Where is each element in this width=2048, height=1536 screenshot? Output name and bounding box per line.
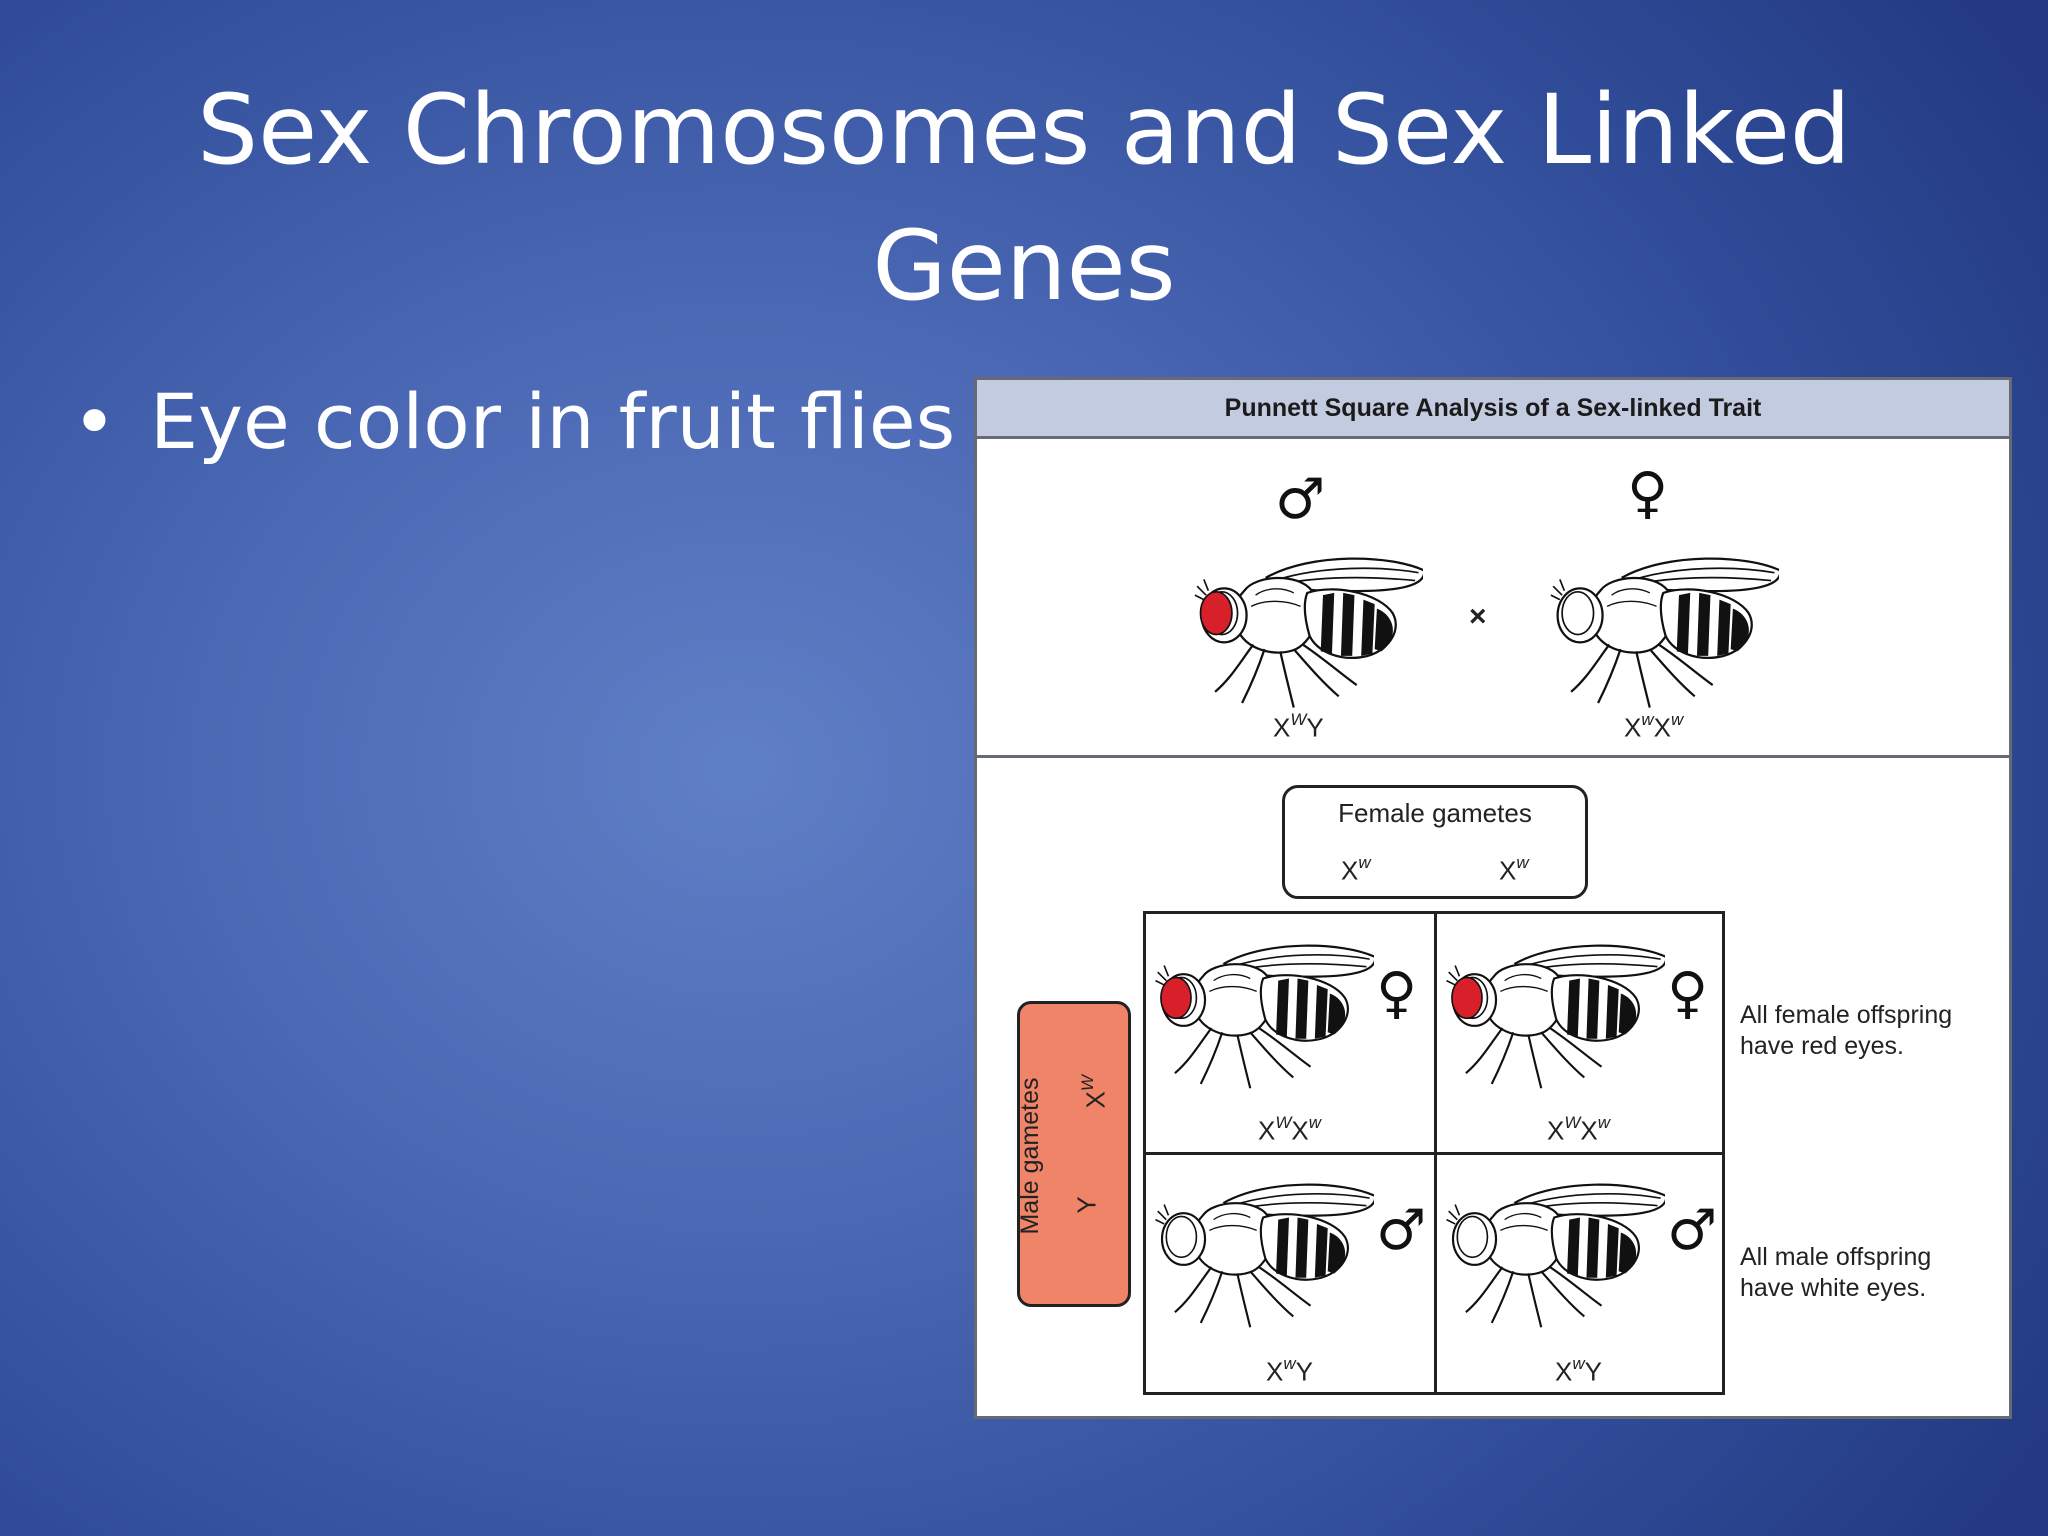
male-offspring-note: All male offspring have white eyes. <box>1740 1243 1932 1302</box>
offspring-cell: ♂ XwY <box>1437 1155 1725 1395</box>
fruit-fly-red-eyed-female <box>1439 928 1665 1100</box>
fruit-fly-white-eyed-male <box>1439 1167 1665 1339</box>
figure-header: Punnett Square Analysis of a Sex-linked … <box>977 380 2009 439</box>
bullet-item: • Eye color in fruit flies <box>72 372 955 472</box>
slide-title: Sex Chromosomes and Sex Linked Genes <box>197 74 1851 322</box>
cross-symbol: × <box>1469 600 1487 633</box>
parent-male-genotype: XWY <box>1273 710 1324 743</box>
offspring-genotype: XWXw <box>1258 1113 1322 1146</box>
fruit-fly-white-eyed-female <box>1543 540 1779 720</box>
offspring-cell: ♂ XwY <box>1146 1155 1434 1395</box>
fruit-fly-white-eyed-male <box>1148 1167 1374 1339</box>
punnett-grid: ♀ XWXw ♀ XWXw ♂ XwY ♂ XwY <box>1143 911 1725 1395</box>
offspring-cell: ♀ XWXw <box>1437 914 1725 1154</box>
male-gamete-2: Y <box>1071 1196 1102 1214</box>
offspring-cell: ♀ XWXw <box>1146 914 1434 1154</box>
offspring-genotype: XwY <box>1266 1354 1313 1387</box>
male-gamete-1: XW <box>1077 1075 1111 1109</box>
female-gamete-2: Xw <box>1499 853 1529 886</box>
bullet-dot-icon: • <box>72 377 117 466</box>
female-offspring-note: All female offspring have red eyes. <box>1740 1001 1953 1060</box>
punnett-square-figure: Punnett Square Analysis of a Sex-linked … <box>974 377 2012 1419</box>
male-symbol-icon: ♂ <box>1275 467 1326 532</box>
offspring-genotype: XWXw <box>1547 1113 1611 1146</box>
female-gametes-label: Female gametes <box>1338 798 1532 828</box>
bullet-text: Eye color in fruit flies <box>150 377 956 466</box>
female-symbol-icon: ♀ <box>1667 961 1709 1026</box>
male-symbol-icon: ♂ <box>1376 1198 1427 1263</box>
fruit-fly-red-eyed-male <box>1187 540 1423 720</box>
offspring-genotype: XwY <box>1555 1354 1602 1387</box>
female-gamete-1: Xw <box>1341 853 1371 886</box>
female-symbol-icon: ♀ <box>1376 961 1418 1026</box>
male-gametes-box: Male gametes XW Y <box>1016 1001 1131 1307</box>
female-gametes-box: Female gametes Xw Xw <box>1282 785 1588 899</box>
figure-divider <box>977 755 2009 758</box>
fruit-fly-red-eyed-female <box>1148 928 1374 1100</box>
female-symbol-icon: ♀ <box>1627 461 1669 526</box>
male-gametes-label: Male gametes <box>1016 1077 1044 1235</box>
parent-female-genotype: XwXw <box>1624 710 1684 743</box>
male-symbol-icon: ♂ <box>1667 1198 1718 1263</box>
